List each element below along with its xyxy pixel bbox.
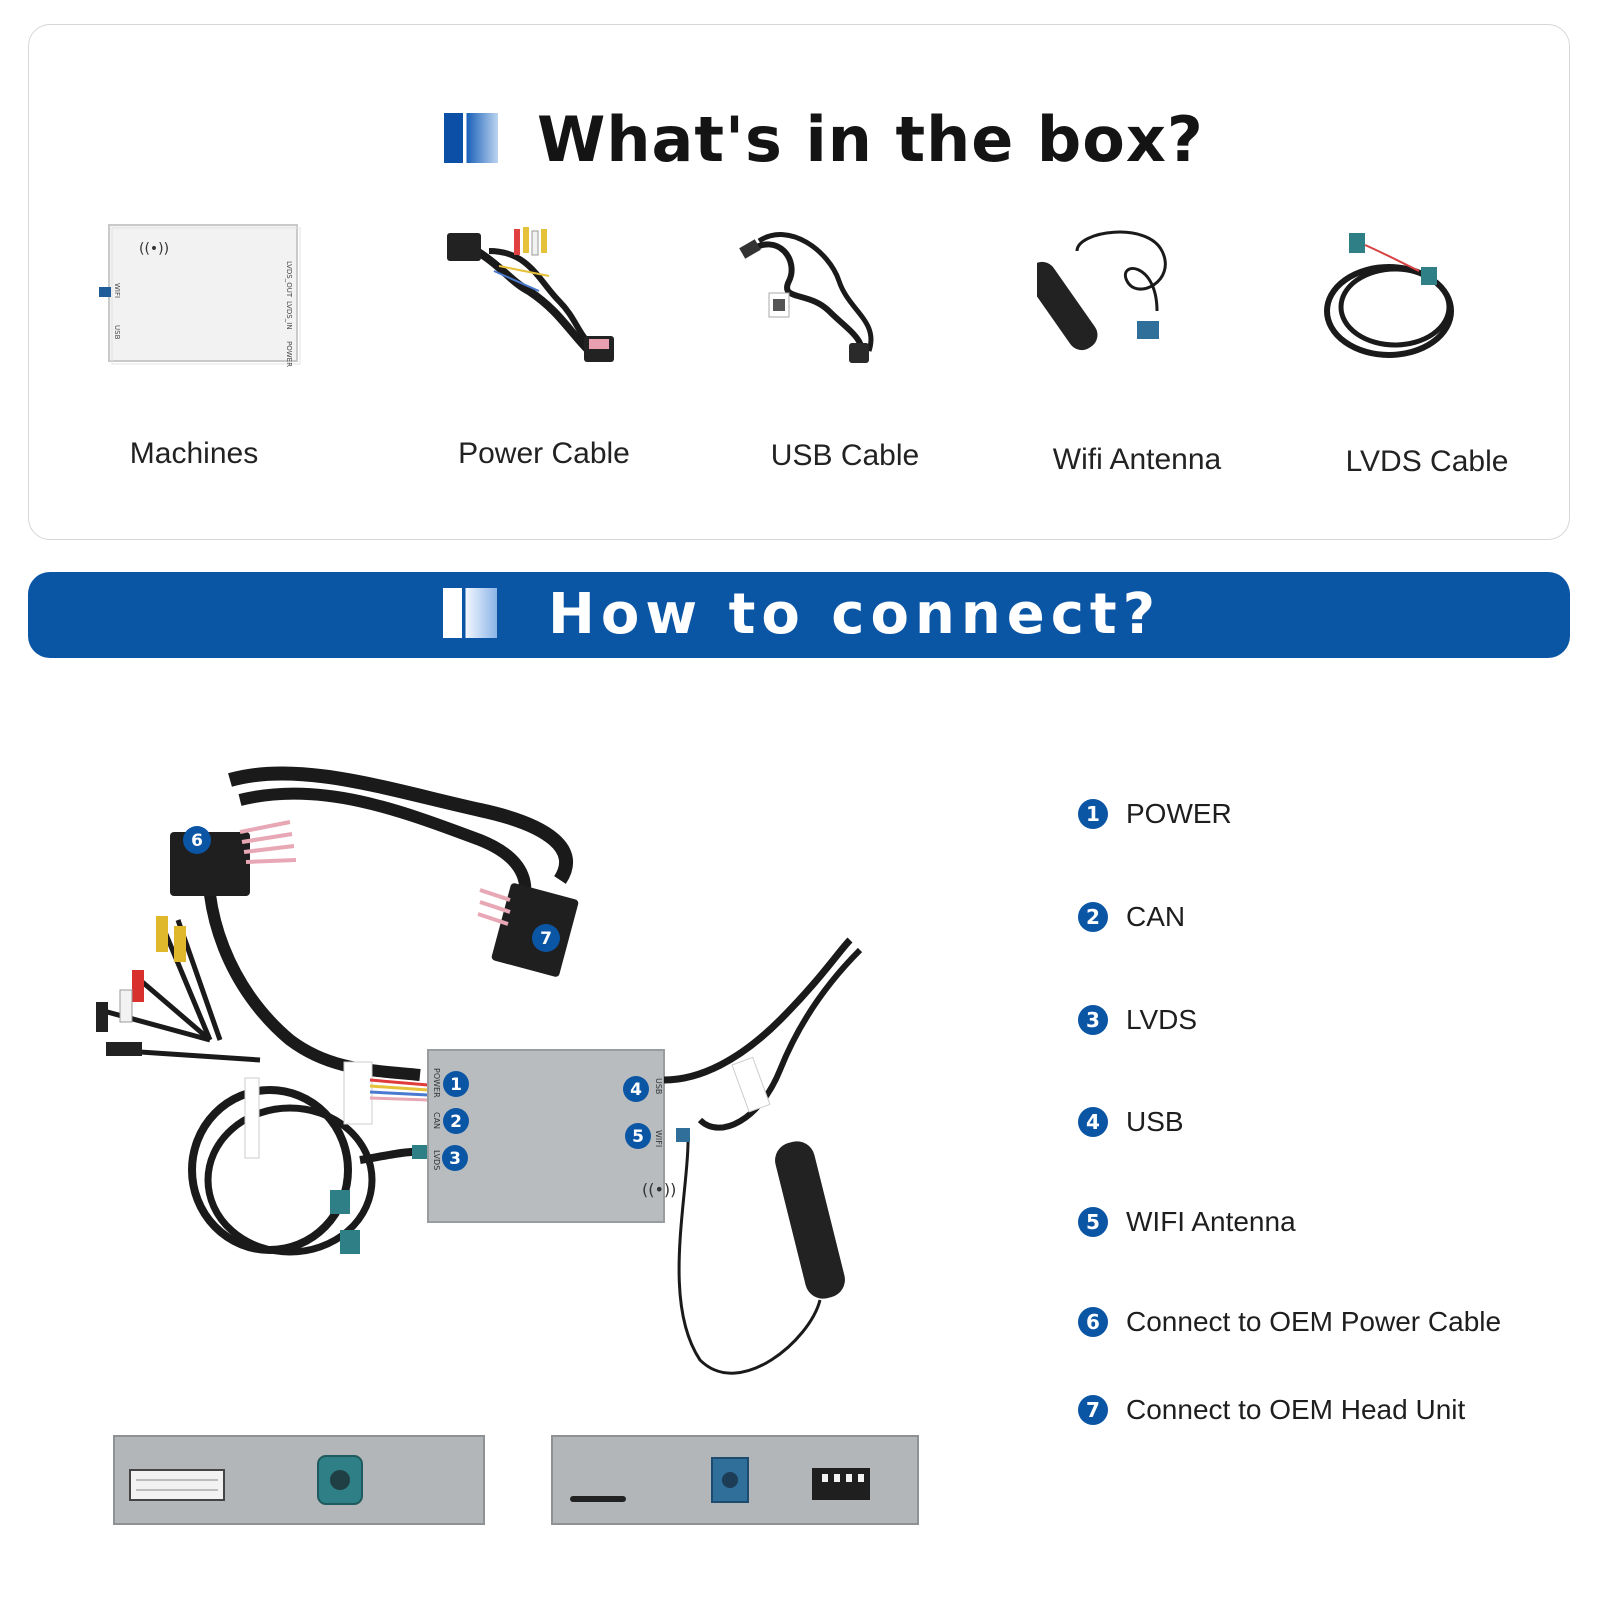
svg-text:2: 2: [450, 1112, 462, 1132]
item-label-power-cable: Power Cable: [458, 437, 630, 470]
legend-number-badge: 5: [1078, 1207, 1108, 1237]
legend-number-badge: 7: [1078, 1395, 1108, 1425]
legend-item-oem-power-cable: 6 Connect to OEM Power Cable: [1078, 1302, 1501, 1342]
legend-label: POWER: [1126, 798, 1232, 829]
wiring-diagram-illustration: ((•)) POWER CAN LVDS USB WIFI 6 7 1 2 3 …: [96, 766, 919, 1525]
legend-label: LVDS: [1126, 1004, 1198, 1035]
svg-text:POWER: POWER: [432, 1068, 441, 1098]
legend-label: Connect to OEM Power Cable: [1126, 1306, 1502, 1337]
legend-item-wifi-antenna: 5 WIFI Antenna: [1078, 1202, 1296, 1242]
item-wifi-antenna: Wifi Antenna: [1037, 221, 1267, 476]
svg-text:4: 4: [630, 1080, 642, 1100]
svg-text:WIFI: WIFI: [654, 1130, 663, 1147]
svg-text:7: 7: [540, 929, 552, 949]
connection-diagram: ((•)) POWER CAN LVDS USB WIFI 6 7 1 2 3 …: [60, 740, 940, 1540]
legend-item-usb: 4 USB: [1078, 1102, 1184, 1142]
legend-number-badge: 2: [1078, 902, 1108, 932]
svg-text:USB: USB: [113, 325, 121, 340]
legend-item-can: 2 CAN: [1078, 897, 1185, 937]
svg-text:1: 1: [450, 1075, 462, 1095]
legend-item-oem-head-unit: 7 Connect to OEM Head Unit: [1078, 1390, 1465, 1430]
item-power-cable: Power Cable: [439, 221, 669, 470]
svg-text:((•)): ((•)): [642, 1180, 676, 1199]
legend-number-badge: 4: [1078, 1107, 1108, 1137]
wifi-antenna-icon: [1037, 230, 1167, 351]
connection-legend: 1 POWER 2 CAN 3 LVDS 4 USB 5 WIFI Antenn…: [1078, 790, 1578, 1450]
legend-label: CAN: [1126, 901, 1186, 932]
svg-text:WIFI: WIFI: [113, 283, 121, 298]
power-cable-icon: [447, 227, 614, 362]
item-label-usb-cable: USB Cable: [770, 439, 920, 472]
item-label-lvds-cable: LVDS Cable: [1345, 445, 1509, 478]
connect-section-title: How to connect?: [548, 582, 1162, 647]
box-title-row: What's in the box?: [29, 105, 1569, 175]
legend-label: USB: [1126, 1106, 1184, 1137]
usb-cable-icon: [739, 232, 874, 363]
item-machines: ((•)) LVDS_OUT LVDS_IN POWER WIFI USB Ma…: [89, 221, 319, 470]
svg-text:POWER: POWER: [285, 341, 293, 367]
legend-number-badge: 3: [1078, 1005, 1108, 1035]
banner-bar-icon: [443, 588, 497, 638]
title-bar-icon: [444, 113, 498, 163]
item-usb-cable: USB Cable: [739, 221, 969, 472]
item-lvds-cable: LVDS Cable: [1319, 221, 1549, 478]
machine-box-icon: ((•)) LVDS_OUT LVDS_IN POWER WIFI USB: [99, 224, 301, 367]
svg-text:5: 5: [632, 1127, 644, 1147]
svg-text:LVDS: LVDS: [432, 1150, 441, 1170]
how-to-connect-banner: How to connect?: [28, 572, 1570, 658]
svg-text:LVDS_IN: LVDS_IN: [285, 301, 293, 330]
svg-text:USB: USB: [654, 1078, 663, 1094]
legend-item-lvds: 3 LVDS: [1078, 1000, 1197, 1040]
legend-number-badge: 1: [1078, 799, 1108, 829]
item-label-machines: Machines: [129, 437, 259, 470]
box-section-title: What's in the box?: [537, 103, 1204, 176]
svg-text:3: 3: [449, 1149, 461, 1169]
legend-label: WIFI Antenna: [1126, 1206, 1296, 1237]
legend-label: Connect to OEM Head Unit: [1126, 1394, 1466, 1425]
legend-item-power: 1 POWER: [1078, 794, 1232, 834]
svg-text:6: 6: [191, 831, 203, 851]
svg-text:CAN: CAN: [432, 1112, 441, 1129]
legend-number-badge: 6: [1078, 1307, 1108, 1337]
svg-text:LVDS_OUT: LVDS_OUT: [285, 261, 293, 298]
whats-in-the-box-card: What's in the box? ((•)) LVDS_OUT LVDS_I…: [28, 24, 1570, 540]
lvds-cable-icon: [1324, 233, 1454, 358]
item-label-wifi-antenna: Wifi Antenna: [1052, 443, 1222, 476]
svg-text:((•)): ((•)): [139, 241, 169, 257]
